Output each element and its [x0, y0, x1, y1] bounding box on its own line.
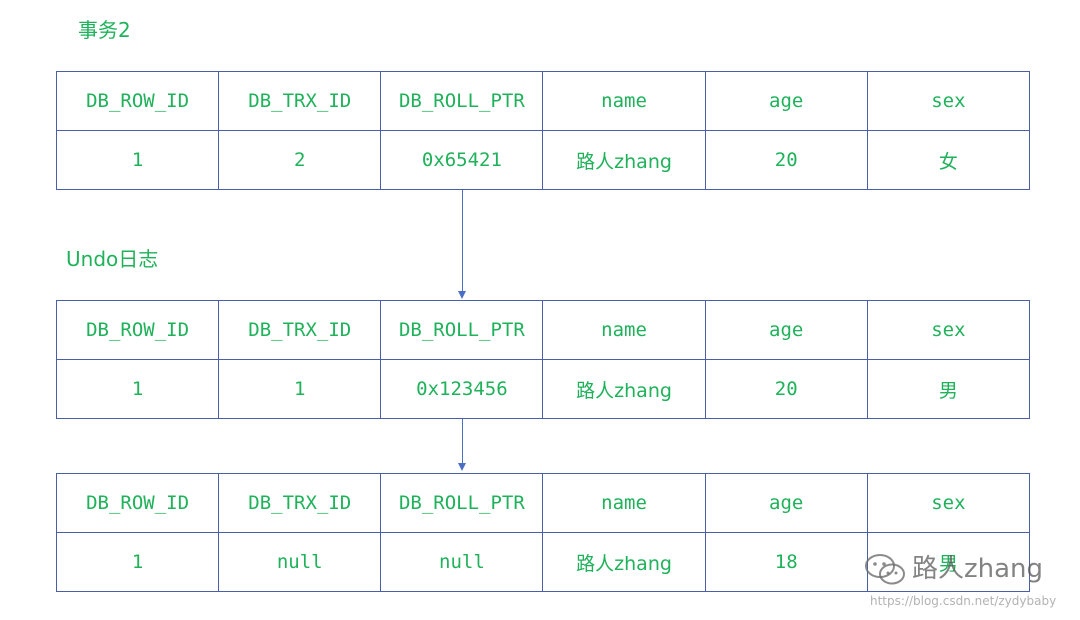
trx-id-cell: null	[218, 532, 382, 592]
table-row: 1 null null 路人zhang 18 男	[55, 532, 1031, 592]
column-header: DB_ROLL_PTR	[380, 300, 544, 360]
table-row: 1 2 0x65421 路人zhang 20 女	[55, 130, 1031, 190]
age-cell: 18	[704, 532, 868, 592]
trx-id-cell: 1	[218, 359, 382, 419]
column-header: sex	[866, 71, 1031, 131]
column-header: DB_ROW_ID	[55, 473, 220, 533]
table-row: 1 1 0x123456 路人zhang 20 男	[55, 359, 1031, 419]
undo-log-table-1: DB_ROW_ID DB_TRX_ID DB_ROLL_PTR name age…	[55, 300, 1031, 419]
arrow-head	[458, 291, 466, 299]
trx-id-cell: 2	[218, 130, 382, 190]
roll-ptr-cell: 0x65421	[380, 130, 544, 190]
watermark-url: https://blog.csdn.net/zydybaby	[870, 594, 1057, 608]
wechat-icon	[865, 554, 905, 585]
roll-ptr-cell: 0x123456	[380, 359, 544, 419]
roll-ptr-cell: null	[380, 532, 544, 592]
undo-log-label: Undo日志	[66, 247, 159, 271]
table-header-row: DB_ROW_ID DB_TRX_ID DB_ROLL_PTR name age…	[55, 71, 1031, 131]
row-id-cell: 1	[55, 359, 220, 419]
column-header: DB_ROW_ID	[55, 300, 220, 360]
column-header: sex	[866, 473, 1031, 533]
row-id-cell: 1	[55, 532, 220, 592]
name-cell: 路人zhang	[542, 130, 706, 190]
sex-cell: 男	[866, 359, 1031, 419]
table-header-row: DB_ROW_ID DB_TRX_ID DB_ROLL_PTR name age…	[55, 473, 1031, 533]
column-header: DB_TRX_ID	[218, 300, 382, 360]
name-cell: 路人zhang	[542, 532, 706, 592]
current-row-table: DB_ROW_ID DB_TRX_ID DB_ROLL_PTR name age…	[55, 71, 1031, 190]
column-header: name	[542, 71, 706, 131]
table-header-row: DB_ROW_ID DB_TRX_ID DB_ROLL_PTR name age…	[55, 300, 1031, 360]
column-header: DB_TRX_ID	[218, 473, 382, 533]
transaction-label: 事务2	[78, 18, 131, 42]
sex-cell: 女	[866, 130, 1031, 190]
name-cell: 路人zhang	[542, 359, 706, 419]
age-cell: 20	[704, 130, 868, 190]
arrow-head	[458, 463, 466, 471]
column-header: DB_TRX_ID	[218, 71, 382, 131]
row-id-cell: 1	[55, 130, 220, 190]
column-header: DB_ROW_ID	[55, 71, 220, 131]
column-header: age	[704, 300, 868, 360]
column-header: name	[542, 473, 706, 533]
age-cell: 20	[704, 359, 868, 419]
column-header: sex	[866, 300, 1031, 360]
undo-log-table-2: DB_ROW_ID DB_TRX_ID DB_ROLL_PTR name age…	[55, 473, 1031, 592]
column-header: age	[704, 473, 868, 533]
column-header: DB_ROLL_PTR	[380, 71, 544, 131]
column-header: name	[542, 300, 706, 360]
column-header: DB_ROLL_PTR	[380, 473, 544, 533]
watermark-name: 路人zhang	[912, 554, 1044, 584]
column-header: age	[704, 71, 868, 131]
